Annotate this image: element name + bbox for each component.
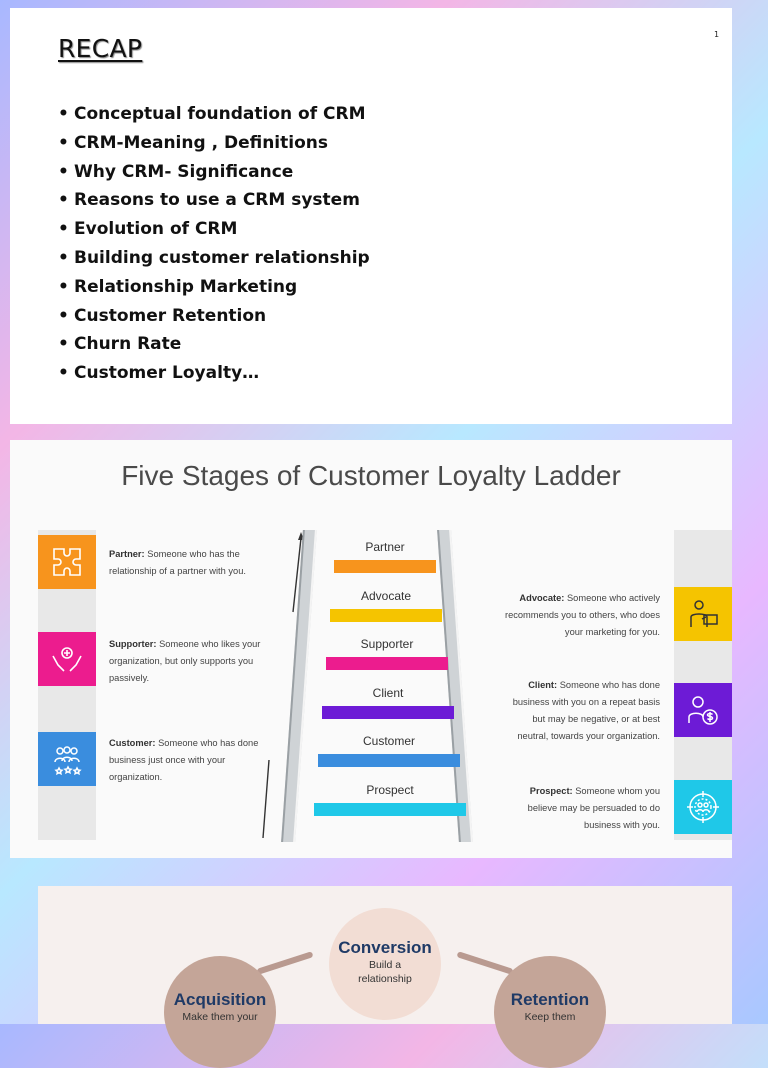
list-item: •CRM-Meaning , Definitions xyxy=(58,132,328,153)
partner-description: Partner: Someone who has the relationshi… xyxy=(109,549,246,576)
conversion-title: Conversion xyxy=(338,938,432,957)
list-item: •Conceptual foundation of CRM xyxy=(58,104,366,124)
person-dollar-icon xyxy=(674,683,732,737)
list-item: •Why CRM- Significance xyxy=(58,161,294,182)
acquisition-circle: Acquisition Make them your xyxy=(164,956,276,1068)
rung-bar-client xyxy=(322,705,454,719)
advocate-description: Advocate: Someone who actively recommend… xyxy=(504,593,660,637)
conversion-sub-1: Build a xyxy=(368,959,402,971)
list-item: •Reasons to use a CRM system xyxy=(58,190,360,211)
recap-slide: RECAP 1 •Conceptual foundation of CRM •C… xyxy=(10,8,732,424)
rung-label-prospect: Prospect xyxy=(366,782,414,797)
page-number: 1 xyxy=(714,30,720,39)
loyalty-ladder-slide: Five Stages of Customer Loyalty Ladder P… xyxy=(10,440,732,858)
rung-bar-supporter xyxy=(326,657,448,670)
rung-label-client: Client xyxy=(372,685,404,700)
client-description: Client: Someone who has done business wi… xyxy=(512,680,660,741)
rung-label-partner: Partner xyxy=(365,540,405,554)
target-people-icon xyxy=(674,780,732,834)
rung-label-supporter: Supporter xyxy=(360,637,414,651)
hands-heart-icon xyxy=(38,632,96,686)
conversion-circle: Conversion Build a relationship xyxy=(329,908,441,1020)
rung-bar-prospect xyxy=(314,802,466,816)
list-item: •Customer Retention xyxy=(58,305,267,326)
rung-bar-advocate xyxy=(330,608,442,622)
supporter-description: Supporter: Someone who likes your organi… xyxy=(109,639,261,683)
acquisition-sub: Make them your xyxy=(182,1011,258,1023)
puzzle-icon xyxy=(38,535,96,589)
rung-bar-customer xyxy=(318,754,460,767)
recap-title: RECAP xyxy=(58,34,143,63)
list-item: •Customer Loyalty… xyxy=(58,363,260,384)
connector-right xyxy=(456,951,514,975)
rung-bar-partner xyxy=(334,560,436,573)
list-item: •Building customer relationship xyxy=(58,247,370,268)
customer-cycle-slide: Conversion Build a relationship Acquisit… xyxy=(38,886,732,1068)
group-stars-icon xyxy=(38,732,96,786)
retention-circle: Retention Keep them xyxy=(494,956,606,1068)
recap-bullet-list: •Conceptual foundation of CRM •CRM-Meani… xyxy=(58,100,370,388)
conversion-sub-2: relationship xyxy=(358,973,412,985)
acquisition-title: Acquisition xyxy=(173,990,267,1009)
presenter-icon xyxy=(674,587,732,641)
list-item: •Churn Rate xyxy=(58,334,182,355)
retention-title: Retention xyxy=(510,990,590,1009)
customer-description: Customer: Someone who has done business … xyxy=(109,738,259,782)
rung-label-advocate: Advocate xyxy=(360,588,412,603)
ladder-title: Five Stages of Customer Loyalty Ladder xyxy=(121,460,621,491)
list-item: •Relationship Marketing xyxy=(58,276,298,297)
connector-left xyxy=(256,951,314,975)
list-item: •Evolution of CRM xyxy=(58,219,238,240)
prospect-description: Prospect: Someone whom you believe may b… xyxy=(527,786,660,830)
retention-sub: Keep them xyxy=(524,1011,576,1023)
rung-label-customer: Customer xyxy=(362,734,415,748)
